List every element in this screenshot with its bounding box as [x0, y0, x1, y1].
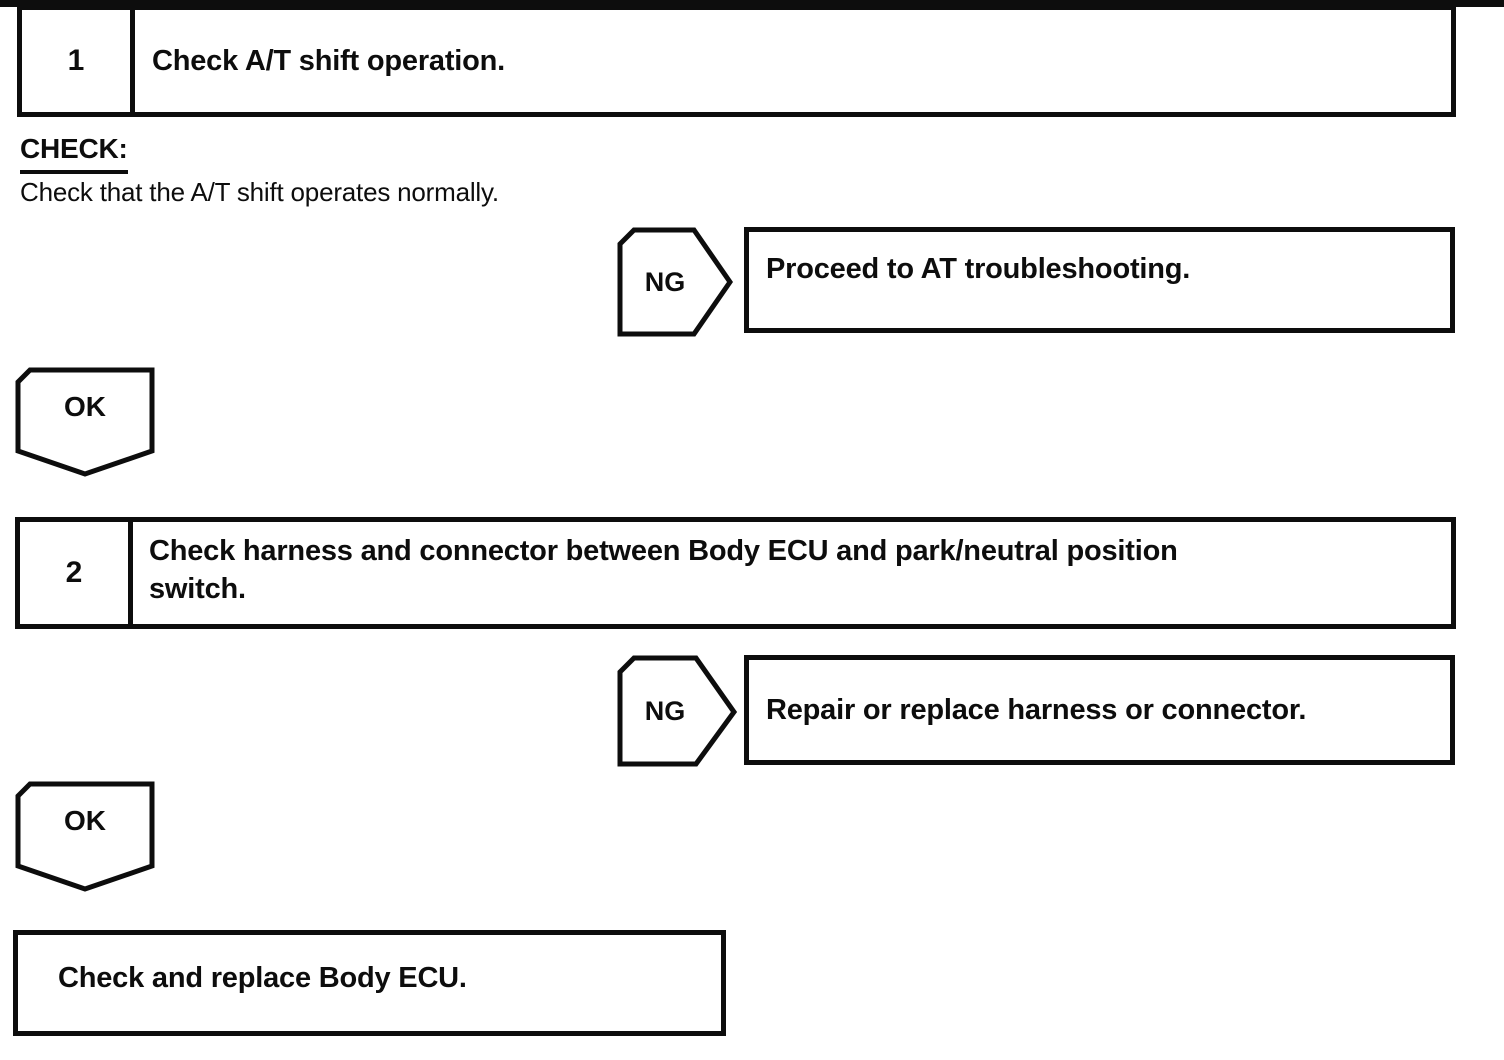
- ok-pentagon-icon: [15, 781, 155, 892]
- ng-result-text-2: Repair or replace harness or connector.: [766, 693, 1307, 726]
- ng-result-box-2: Repair or replace harness or connector.: [744, 655, 1455, 765]
- final-action-box: Check and replace Body ECU.: [13, 930, 726, 1036]
- step-1-title: Check A/T shift operation.: [152, 44, 506, 77]
- ok-pentagon-icon: [15, 367, 155, 477]
- ng-label-1: NG: [644, 266, 686, 297]
- ok-label-1: OK: [64, 391, 106, 422]
- ng-pentagon-icon: [617, 227, 733, 337]
- page-top-rule: [0, 0, 1504, 7]
- step-2-title: Check harness and connector between Body…: [133, 522, 1451, 624]
- ok-connector-shape-1: OK: [15, 367, 155, 477]
- ng-connector-shape-1: NG: [617, 227, 733, 337]
- final-action-text: Check and replace Body ECU.: [58, 962, 467, 994]
- ok-label-2: OK: [64, 805, 106, 836]
- step-2-number: 2: [20, 522, 133, 624]
- step-2-title-line-1: Check harness and connector between Body…: [149, 535, 1178, 567]
- ok-connector-shape-2: OK: [15, 781, 155, 892]
- check-heading: CHECK:: [20, 133, 128, 174]
- ng-result-text-1: Proceed to AT troubleshooting.: [766, 253, 1191, 285]
- step-1-box: 1 Check A/T shift operation.: [17, 5, 1456, 117]
- ng-result-box-1: Proceed to AT troubleshooting.: [744, 227, 1455, 333]
- ng-connector-shape-2: NG: [617, 655, 737, 767]
- ng-pentagon-icon: [617, 655, 737, 767]
- step-2-title-line-2: switch.: [149, 573, 246, 605]
- check-description: Check that the A/T shift operates normal…: [20, 177, 499, 207]
- step-2-box: 2 Check harness and connector between Bo…: [15, 517, 1456, 629]
- ng-label-2: NG: [644, 695, 686, 726]
- step-1-number: 1: [22, 10, 135, 112]
